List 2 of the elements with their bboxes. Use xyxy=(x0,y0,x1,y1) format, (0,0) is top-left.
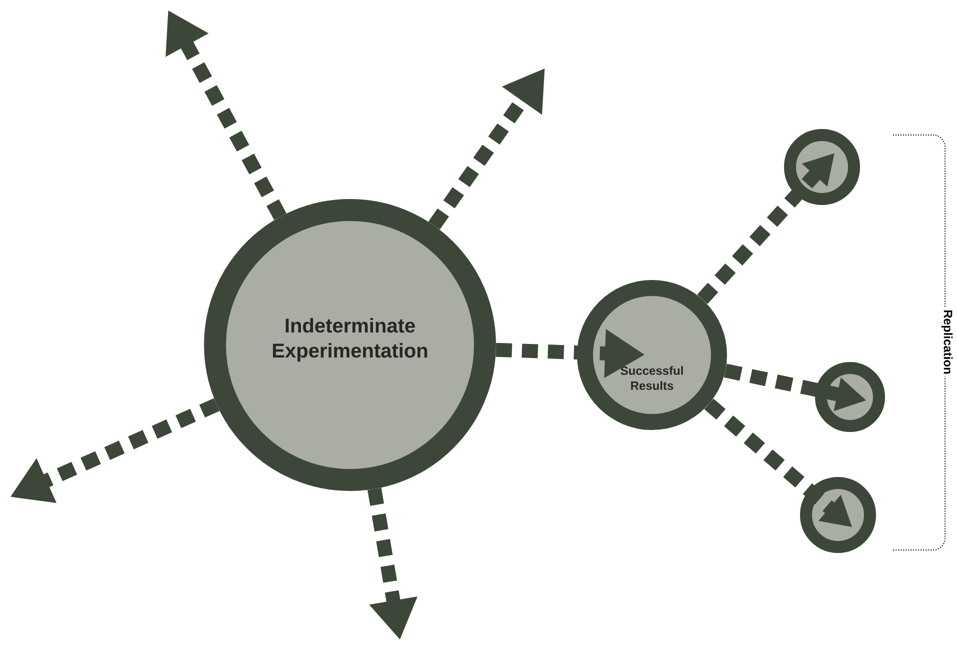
bracket-label: Replication xyxy=(939,308,955,376)
empty-circle xyxy=(815,362,886,432)
